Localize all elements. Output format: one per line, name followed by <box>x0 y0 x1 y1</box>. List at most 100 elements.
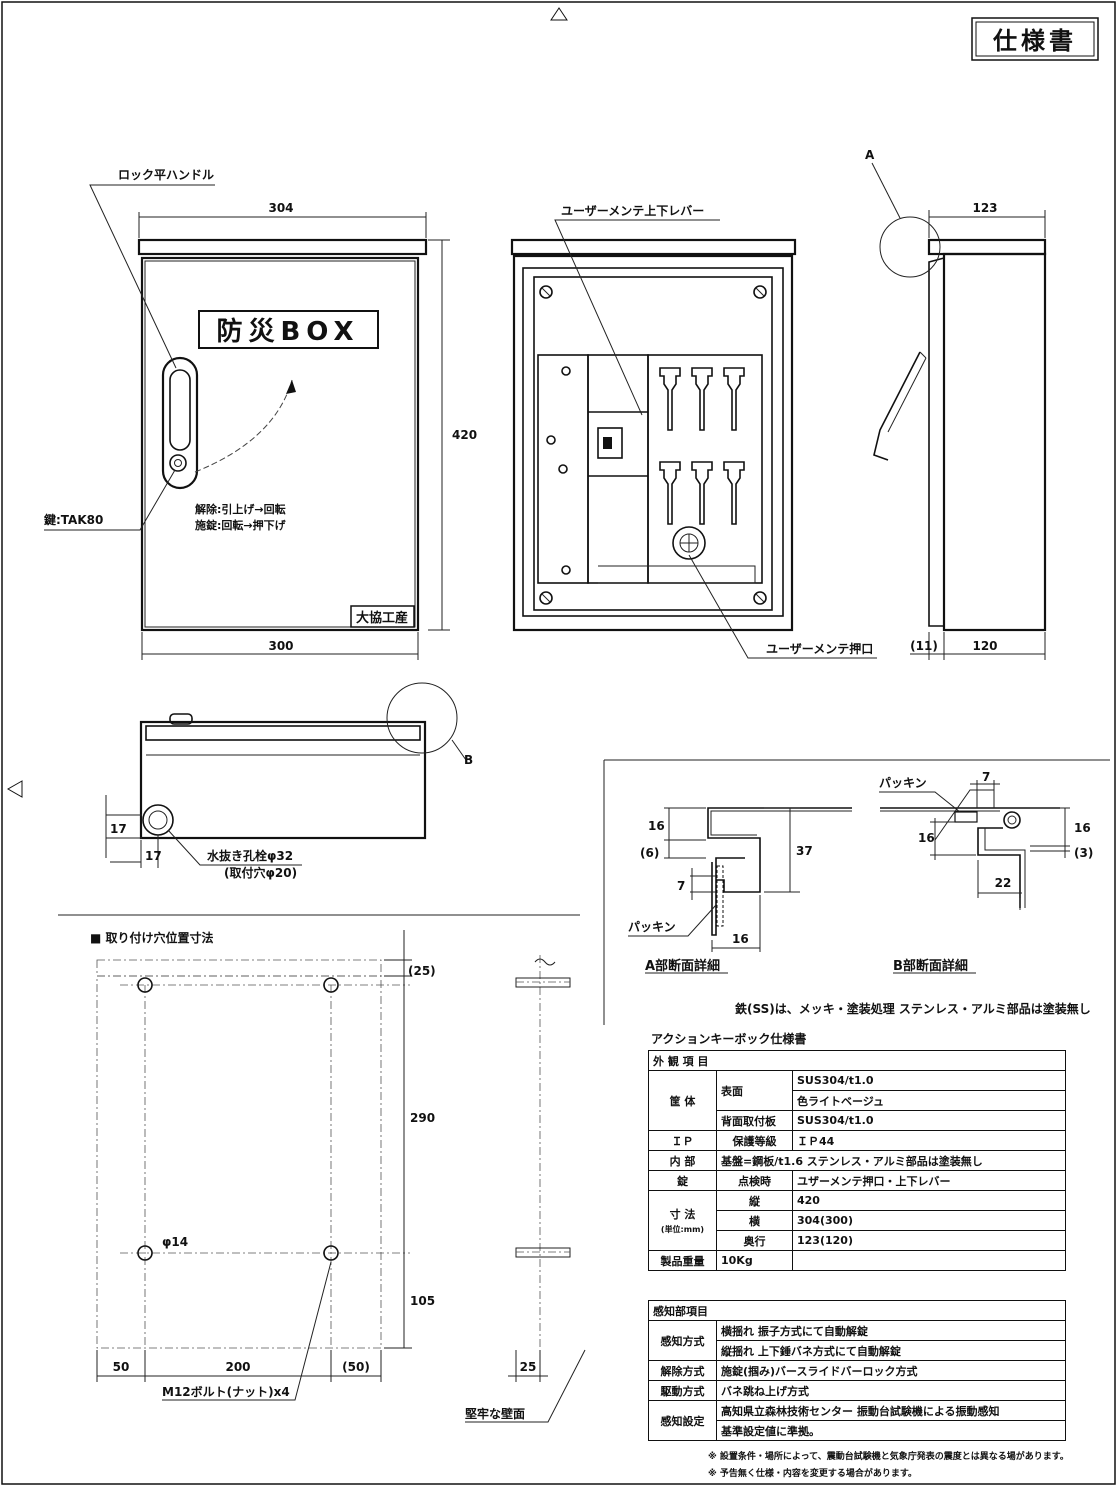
key-icon <box>691 367 713 431</box>
spec-width-value: 304(300) <box>792 1210 1066 1231</box>
dim-side-gap: (11) <box>910 639 938 653</box>
detail-a-circle <box>879 216 941 278</box>
key-cylinder-icon <box>169 454 187 472</box>
product-label: 防災BOX <box>216 317 359 347</box>
dim-front-top: 304 <box>268 201 293 215</box>
side-lever <box>873 351 921 461</box>
screw-icon <box>753 285 767 299</box>
spec-body-label: 筐 体 <box>648 1070 717 1131</box>
spec-ip-label: ＩＰ <box>648 1130 717 1151</box>
mount-phi: φ14 <box>162 1235 188 1249</box>
material-note: 鉄(SS)は、メッキ・塗装処理 ステンレス・アルミ部品は塗装無し <box>735 1001 1091 1016</box>
spec-size-label: 寸 法(単位:mm) <box>648 1190 717 1251</box>
handle-top-icon <box>169 713 193 725</box>
inner-body <box>512 254 794 632</box>
dim-front-bottom: 300 <box>268 639 293 653</box>
spec-surface-label: 表面 <box>716 1070 793 1111</box>
mount-hole-icon <box>323 977 339 993</box>
side-view: A 123 (11) 120 <box>865 148 1047 660</box>
sense-release-label: 解除方式 <box>648 1360 717 1381</box>
inner-base-plate <box>533 276 773 611</box>
mount-section: ■ 取り付け穴位置寸法 φ14 (25) 290 105 50 200 (50)… <box>58 914 586 1423</box>
spec-backplate-value: SUS304/t1.0 <box>792 1110 1066 1131</box>
spec-lock-sub: 点検時 <box>716 1170 793 1191</box>
lever-switch <box>597 427 623 459</box>
mount-title: ■ 取り付け穴位置寸法 <box>90 930 214 945</box>
spec-height-value: 420 <box>792 1190 1066 1211</box>
key-icon <box>659 367 681 431</box>
front-view: 防災BOX 大協工産 304 300 420 ロック平ハンドル 鍵:TAK80 … <box>44 168 477 660</box>
rotation-arrow-icon <box>194 379 293 473</box>
handle-outer <box>161 356 199 490</box>
spec-title: アクションキーボック仕様書 <box>651 1031 806 1046</box>
doc-title-box: 仕様書 <box>971 17 1099 61</box>
key-icon <box>723 461 745 525</box>
spec-depth-value: 123(120) <box>792 1230 1066 1251</box>
spec-ip-sub: 保護等級 <box>716 1130 793 1151</box>
key-callout: 鍵:TAK80 <box>44 512 103 527</box>
sense-method-label: 感知方式 <box>648 1320 717 1361</box>
mount-hole-icon <box>323 1245 339 1261</box>
spec-surface-color: 色ライトベージュ <box>792 1090 1066 1111</box>
sense-setting-label: 感知設定 <box>648 1400 717 1441</box>
side-door <box>928 256 945 627</box>
screw-icon <box>539 285 553 299</box>
dim-bottom-v: 17 <box>110 822 127 836</box>
drain-callout: 水抜き孔栓φ32 <box>207 848 293 863</box>
key-icons <box>659 367 745 525</box>
drain-callout-sub: (取付穴φ20) <box>224 865 297 880</box>
dim-b-22: 22 <box>995 876 1012 890</box>
detail-a-marker: A <box>865 148 875 162</box>
screw-icon <box>753 591 767 605</box>
screw-icon <box>539 591 553 605</box>
mechanism-plate <box>537 354 589 584</box>
push-callout: ユーザーメンテ押口 <box>766 641 873 656</box>
spec-lock-label: 錠 <box>648 1170 717 1191</box>
dim-b-16r: 16 <box>1074 821 1091 835</box>
sense-release-value: 施錠(掴み)バースライドバーロック方式 <box>716 1360 1066 1381</box>
detail-b-marker: B <box>464 753 473 767</box>
lever-callout: ユーザーメンテ上下レバー <box>561 203 704 218</box>
key-icon <box>691 461 713 525</box>
inner-view: ユーザーメンテ上下レバー ユーザーメンテ押口 <box>510 203 877 659</box>
footnote-2: ※ 予告無く仕様・内容を変更する場合があります。 <box>708 1467 917 1479</box>
bottom-view: B 17 17 水抜き孔栓φ32 (取付穴φ20) <box>105 682 473 880</box>
doc-title: 仕様書 <box>992 27 1077 55</box>
mount-d50r: (50) <box>342 1360 370 1374</box>
key-icon <box>723 367 745 431</box>
sense-drive-value: バネ跳ね上げ方式 <box>716 1380 1066 1401</box>
spec-inner-value: 基盤=鋼板/t1.6 ステンレス・アルミ部品は塗装無し <box>716 1150 1066 1171</box>
dim-bottom-h: 17 <box>145 849 162 863</box>
spec-surface-material: SUS304/t1.0 <box>792 1070 1066 1091</box>
detail-b-packing: パッキン <box>879 776 927 790</box>
front-door <box>140 256 420 632</box>
side-body <box>942 252 1047 632</box>
detail-sections: 16 (6) 37 7 16 パッキン A部断面詳細 7 パッキン <box>603 759 1110 1025</box>
spec-depth-label: 奥行 <box>716 1230 793 1251</box>
dim-a-16: 16 <box>648 819 665 833</box>
mount-d290: 290 <box>410 1111 435 1125</box>
spec-backplate-label: 背面取付板 <box>716 1110 793 1131</box>
handle-inner <box>169 369 191 451</box>
detail-b-circle <box>386 682 458 754</box>
mount-d25w: 25 <box>520 1360 537 1374</box>
key-icon <box>659 461 681 525</box>
mount-d25: (25) <box>408 964 436 978</box>
maker-label-box <box>350 605 415 628</box>
mount-bolt-callout: M12ボルト(ナット)x4 <box>162 1384 290 1399</box>
mount-hole-icon <box>137 977 153 993</box>
sense-drive-label: 駆動方式 <box>648 1380 717 1401</box>
wall-callout: 堅牢な壁面 <box>465 1406 525 1421</box>
spec-height-label: 縦 <box>716 1190 793 1211</box>
spec-inner-label: 内 部 <box>648 1150 717 1171</box>
dim-a-16b: 16 <box>732 932 749 946</box>
dim-front-height: 420 <box>452 428 477 442</box>
detail-a-title: A部断面詳細 <box>645 958 720 974</box>
detail-a-section <box>707 807 852 893</box>
spec-width-label: 横 <box>716 1210 793 1231</box>
spec-weight-label: 製品重量 <box>648 1250 717 1271</box>
handle-callout: ロック平ハンドル <box>118 168 214 182</box>
spec-size-unit: (単位:mm) <box>660 1225 705 1234</box>
dim-a-37: 37 <box>796 844 813 858</box>
